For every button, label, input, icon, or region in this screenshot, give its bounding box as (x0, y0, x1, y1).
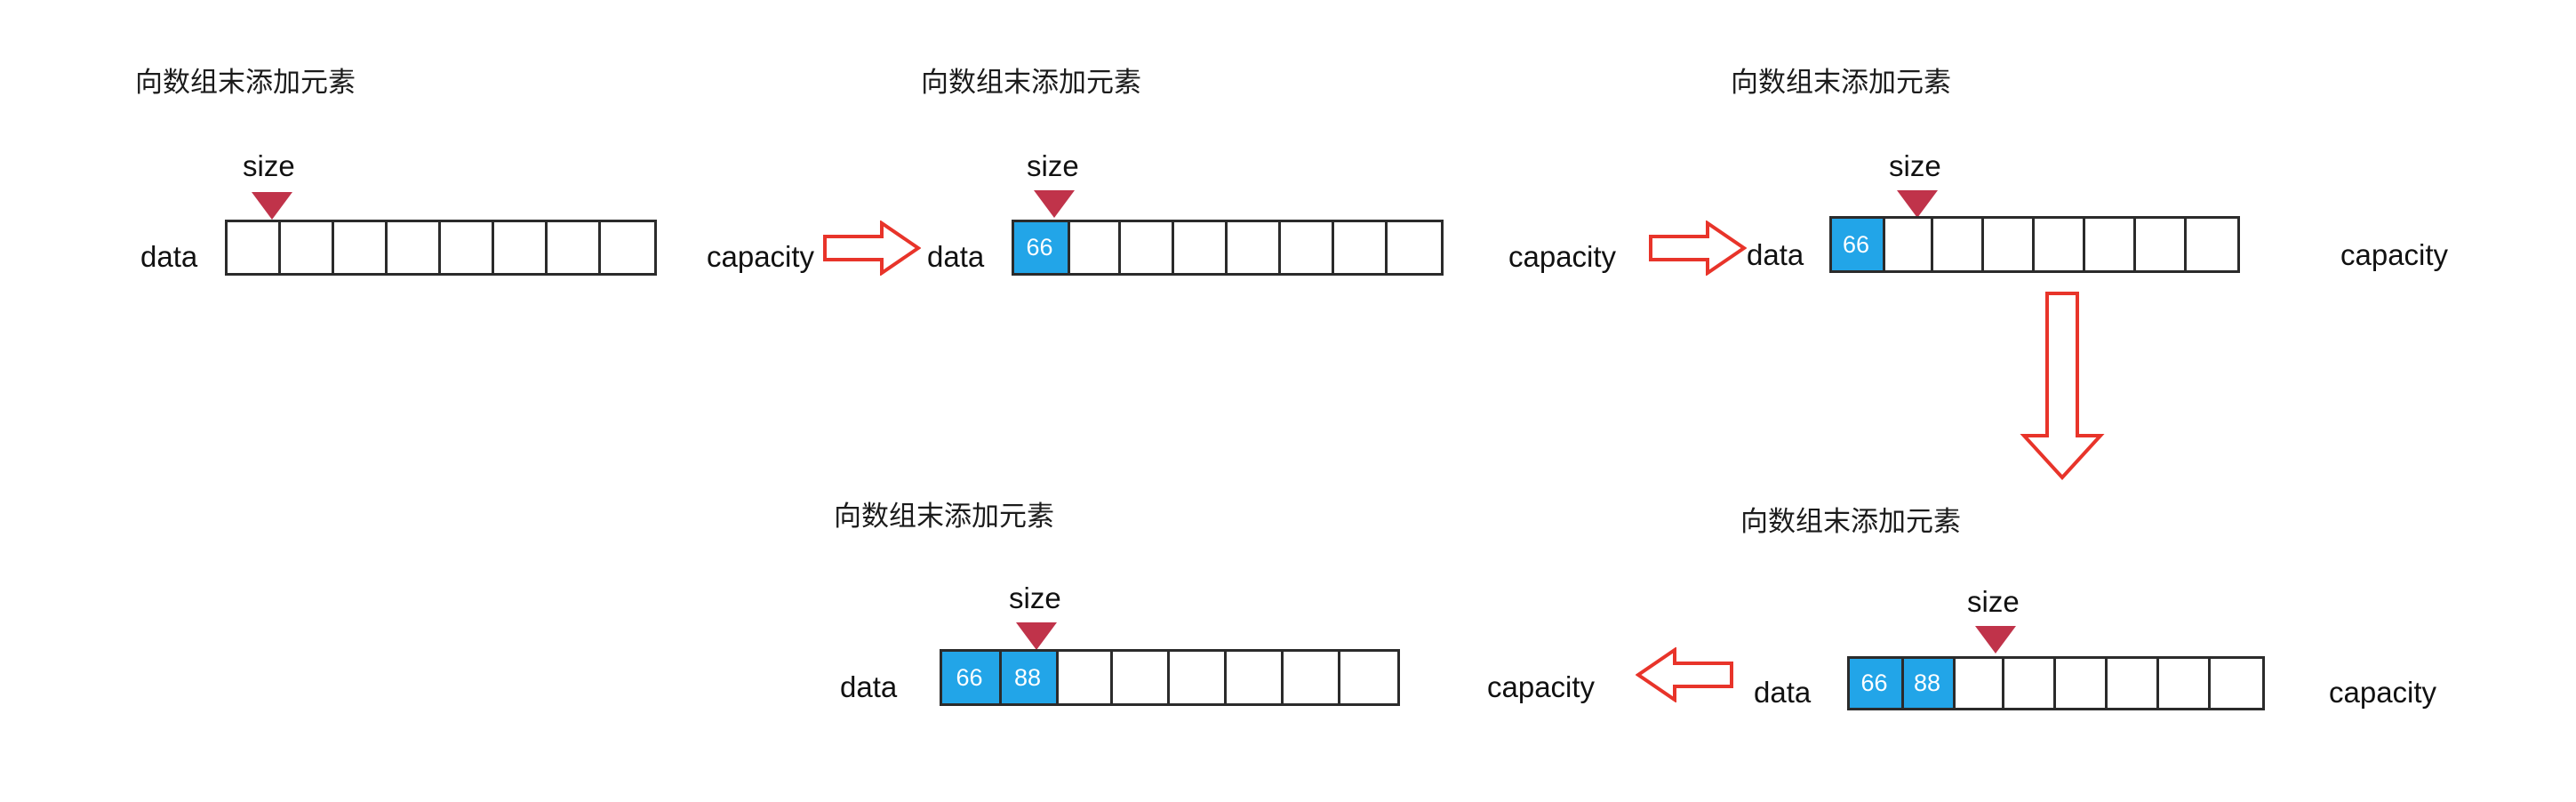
array-container: 66 (1012, 220, 1444, 276)
array-cell (2159, 659, 2211, 708)
array-cell: 66 (1832, 219, 1883, 270)
panel-title: 向数组末添加元素 (135, 67, 356, 99)
array-cell (548, 222, 601, 273)
size-pointer-triangle-icon (252, 192, 292, 220)
array-cell (2108, 659, 2159, 708)
size-label: size (1009, 581, 1061, 614)
size-label: size (1889, 149, 1941, 182)
capacity-label: capacity (707, 240, 815, 273)
array-cell (2056, 659, 2108, 708)
flow-arrow-right-icon (1649, 221, 1747, 276)
array-container: 66 88 (940, 649, 1400, 706)
array-cell (494, 222, 548, 273)
size-label: size (1967, 585, 2020, 618)
panel-title: 向数组末添加元素 (1740, 506, 1961, 538)
flow-arrow-right-icon (823, 221, 921, 276)
array-cell (1228, 222, 1281, 273)
array-cell (2035, 219, 2085, 270)
panel-title: 向数组末添加元素 (1731, 67, 1951, 99)
array-cell (1281, 222, 1334, 273)
array-cell (1340, 652, 1397, 703)
array-cell (228, 222, 281, 273)
array-cell (1121, 222, 1174, 273)
array-cell (601, 222, 654, 273)
array-cell (2187, 219, 2237, 270)
array-cell: 88 (1901, 659, 1953, 708)
data-label: data (140, 240, 198, 273)
array-cell (1113, 652, 1170, 703)
array-cell (1227, 652, 1284, 703)
array-cell (1068, 222, 1121, 273)
array-cell (2004, 659, 2056, 708)
flow-arrow-down-icon (2013, 292, 2111, 480)
array-cell (2136, 219, 2187, 270)
array-cell (1170, 652, 1227, 703)
array-cell (1953, 659, 2004, 708)
array-cell: 66 (1850, 659, 1901, 708)
capacity-label: capacity (2340, 238, 2449, 271)
array-cell (1334, 222, 1388, 273)
capacity-label: capacity (1487, 670, 1596, 703)
array-cell (1933, 219, 1984, 270)
array-container: 66 (1829, 216, 2240, 273)
array-cell (1388, 222, 1441, 273)
array-container (225, 220, 657, 276)
size-label: size (1027, 149, 1079, 182)
size-pointer-triangle-icon (1016, 622, 1057, 650)
array-cell (2085, 219, 2136, 270)
array-cell (388, 222, 441, 273)
array-cell: 66 (1014, 222, 1068, 273)
array-cell (1056, 652, 1113, 703)
panel-title: 向数组末添加元素 (921, 67, 1141, 99)
array-cell (281, 222, 334, 273)
array-cell (1284, 652, 1340, 703)
size-pointer-triangle-icon (1975, 626, 2016, 654)
array-cell (1174, 222, 1228, 273)
data-label: data (1754, 676, 1812, 709)
array-cell (334, 222, 388, 273)
data-label: data (840, 670, 898, 703)
array-cell: 88 (999, 652, 1056, 703)
array-cell (1883, 219, 1933, 270)
array-cell: 66 (942, 652, 999, 703)
size-pointer-triangle-icon (1897, 190, 1938, 218)
data-label: data (1747, 238, 1804, 271)
size-label: size (243, 149, 295, 182)
capacity-label: capacity (2329, 676, 2437, 709)
capacity-label: capacity (1508, 240, 1617, 273)
flow-arrow-left-icon (1636, 647, 1733, 702)
array-cell (441, 222, 494, 273)
data-label: data (927, 240, 985, 273)
array-container: 66 88 (1847, 656, 2265, 710)
array-cell (1984, 219, 2035, 270)
array-cell (2211, 659, 2262, 708)
size-pointer-triangle-icon (1034, 190, 1075, 218)
panel-title: 向数组末添加元素 (834, 501, 1054, 533)
